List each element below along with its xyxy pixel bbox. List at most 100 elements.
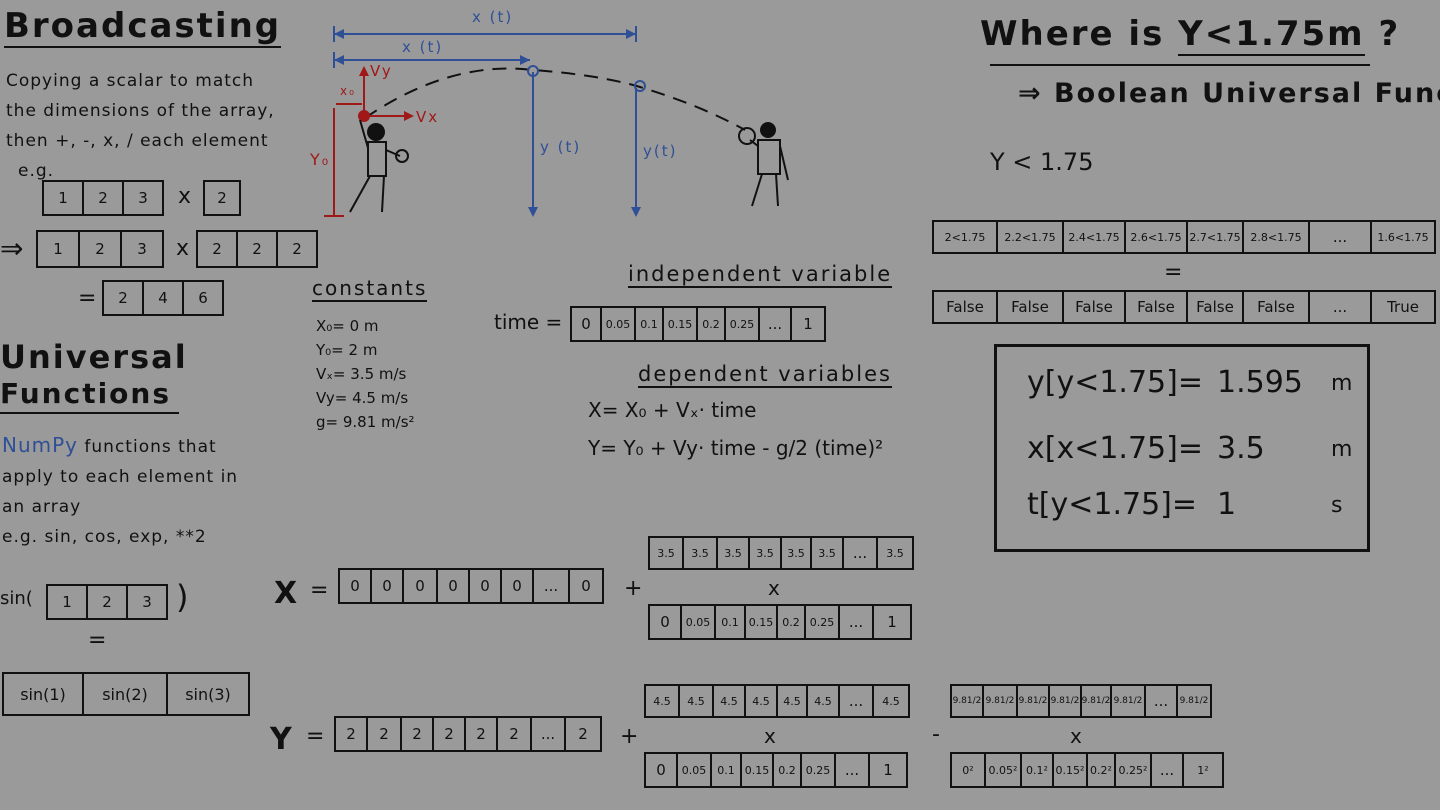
array-cell: 0 (648, 604, 682, 640)
array-cell: 0.05 (600, 306, 636, 342)
array-cell: 9.81/2 (1016, 684, 1050, 718)
numpy-label: NumPy (2, 433, 79, 457)
constants-title: constants (312, 276, 428, 302)
array-cell: 1 (42, 180, 84, 216)
array-cell: 3 (122, 180, 164, 216)
array-cell: ... (842, 536, 878, 570)
array-cell: ... (834, 752, 870, 788)
equals-symbol: = (78, 286, 97, 311)
x-t-top-label: x (t) (472, 8, 514, 26)
ufunc-desc-line: e.g. sin, cos, exp, **2 (2, 527, 207, 547)
broadcasting-title: Broadcasting (4, 6, 282, 48)
y-equation: Y= Y₀ + Vy· time - g/2 (time)² (588, 436, 884, 460)
array-cell: 4.5 (712, 684, 746, 718)
where-title-underline (990, 64, 1370, 66)
array-cell: 3.5 (648, 536, 684, 570)
vy-label: Vy (370, 62, 393, 80)
array-cell: 9.81/2 (1048, 684, 1082, 718)
minus-symbol: - (932, 722, 940, 747)
array-cell: 2.2<1.75 (996, 220, 1064, 254)
broadcasting-desc-line: the dimensions of the array, (6, 101, 275, 121)
array-cell: 0.15² (1052, 752, 1088, 788)
array-cell: ... (1308, 220, 1372, 254)
equals-symbol: = (306, 724, 325, 749)
array-cell: 1 (872, 604, 912, 640)
constant-item: g= 9.81 m/s² (316, 413, 415, 431)
boolean-ufunc-subtitle: ⇒ Boolean Universal Func (1018, 78, 1440, 109)
array-cell: False (1124, 290, 1188, 324)
array-cell: 2 (78, 230, 122, 268)
x-time-array: 0 0.05 0.1 0.15 0.2 0.25 ... 1 (648, 604, 912, 640)
constants-list: X₀= 0 m Y₀= 2 m Vₓ= 3.5 m/s Vy= 4.5 m/s … (316, 314, 415, 434)
array-cell: 4.5 (776, 684, 808, 718)
y-t-label-1: y (t) (540, 138, 582, 156)
array-cell: 0 (468, 568, 502, 604)
equals-symbol: = (88, 628, 107, 653)
array-cell: ... (1144, 684, 1178, 718)
broadcast-array-1: 1 2 3 (42, 180, 164, 216)
y-vy-array: 4.5 4.5 4.5 4.5 4.5 4.5 ... 4.5 (644, 684, 910, 718)
array-cell: 3 (120, 230, 164, 268)
array-cell: 2 (464, 716, 498, 752)
array-cell: 3.5 (682, 536, 718, 570)
array-cell: ... (1308, 290, 1372, 324)
results-box: y[y<1.75]= 1.595 m x[x<1.75]= 3.5 m t[y<… (994, 344, 1370, 552)
array-cell: 4.5 (806, 684, 840, 718)
array-cell: 2 (276, 230, 318, 268)
array-cell: 2 (334, 716, 368, 752)
array-cell: 4.5 (678, 684, 714, 718)
array-cell: ... (838, 684, 874, 718)
times-symbol: x (1070, 724, 1082, 748)
x-vx-array: 3.5 3.5 3.5 3.5 3.5 3.5 ... 3.5 (648, 536, 914, 570)
implies-arrow: ⇒ (0, 232, 24, 265)
equals-symbol: = (310, 578, 329, 603)
array-cell: 0.2 (696, 306, 726, 342)
array-cell: ... (758, 306, 792, 342)
array-cell: 0.1 (634, 306, 664, 342)
result-y-expr: y[y<1.75]= (1027, 365, 1203, 400)
time-label: time = (494, 310, 563, 334)
constant-item: Vy= 4.5 m/s (316, 389, 409, 407)
where-title-part: Where is (980, 14, 1179, 54)
ufunc-title-2: Functions (0, 376, 180, 414)
array-cell: 0.1 (710, 752, 742, 788)
result-x-expr: x[x<1.75]= (1027, 431, 1203, 466)
broadcast-array-2: 1 2 3 (36, 230, 164, 268)
array-cell: 3 (126, 584, 168, 620)
array-cell: False (932, 290, 998, 324)
dependent-title: dependent variables (638, 362, 892, 388)
array-cell: ... (838, 604, 874, 640)
array-cell: sin(2) (82, 672, 168, 716)
y-twos-array: 2 2 2 2 2 2 ... 2 (334, 716, 602, 752)
ufunc-desc: NumPy functions that apply to each eleme… (2, 430, 238, 552)
array-cell: 2 (196, 230, 238, 268)
y-g-array: 9.81/2 9.81/2 9.81/2 9.81/2 9.81/2 9.81/… (950, 684, 1212, 718)
array-cell: sin(3) (166, 672, 250, 716)
array-cell: 2 (400, 716, 434, 752)
array-cell: 2<1.75 (932, 220, 998, 254)
result-y-unit: m (1331, 371, 1353, 396)
array-cell: 0.1 (714, 604, 746, 640)
broadcast-array-2b: 2 2 2 (196, 230, 318, 268)
array-cell: 0² (950, 752, 986, 788)
where-expression: Y < 1.75 (990, 148, 1094, 176)
boolean-array: False False False False False False ... … (932, 290, 1436, 324)
array-cell: 9.81/2 (950, 684, 984, 718)
array-cell: 0.15 (744, 604, 778, 640)
array-cell: 1 (46, 584, 88, 620)
array-cell: 0 (644, 752, 678, 788)
time-array: 0 0.05 0.1 0.15 0.2 0.25 ... 1 (570, 306, 826, 342)
array-cell: 0.05 (676, 752, 712, 788)
y-calc-label: Y (270, 722, 292, 757)
sin-input-array: 1 2 3 (46, 584, 168, 620)
plus-symbol: + (620, 724, 639, 749)
equals-symbol: = (1164, 260, 1183, 285)
array-cell: False (1242, 290, 1310, 324)
array-cell: 0.25 (800, 752, 836, 788)
array-cell: 0.05² (984, 752, 1022, 788)
sin-label: sin( (0, 588, 33, 609)
x-zeros-array: 0 0 0 0 0 0 ... 0 (338, 568, 604, 604)
array-cell: 6 (182, 280, 224, 316)
array-cell: 4.5 (644, 684, 680, 718)
